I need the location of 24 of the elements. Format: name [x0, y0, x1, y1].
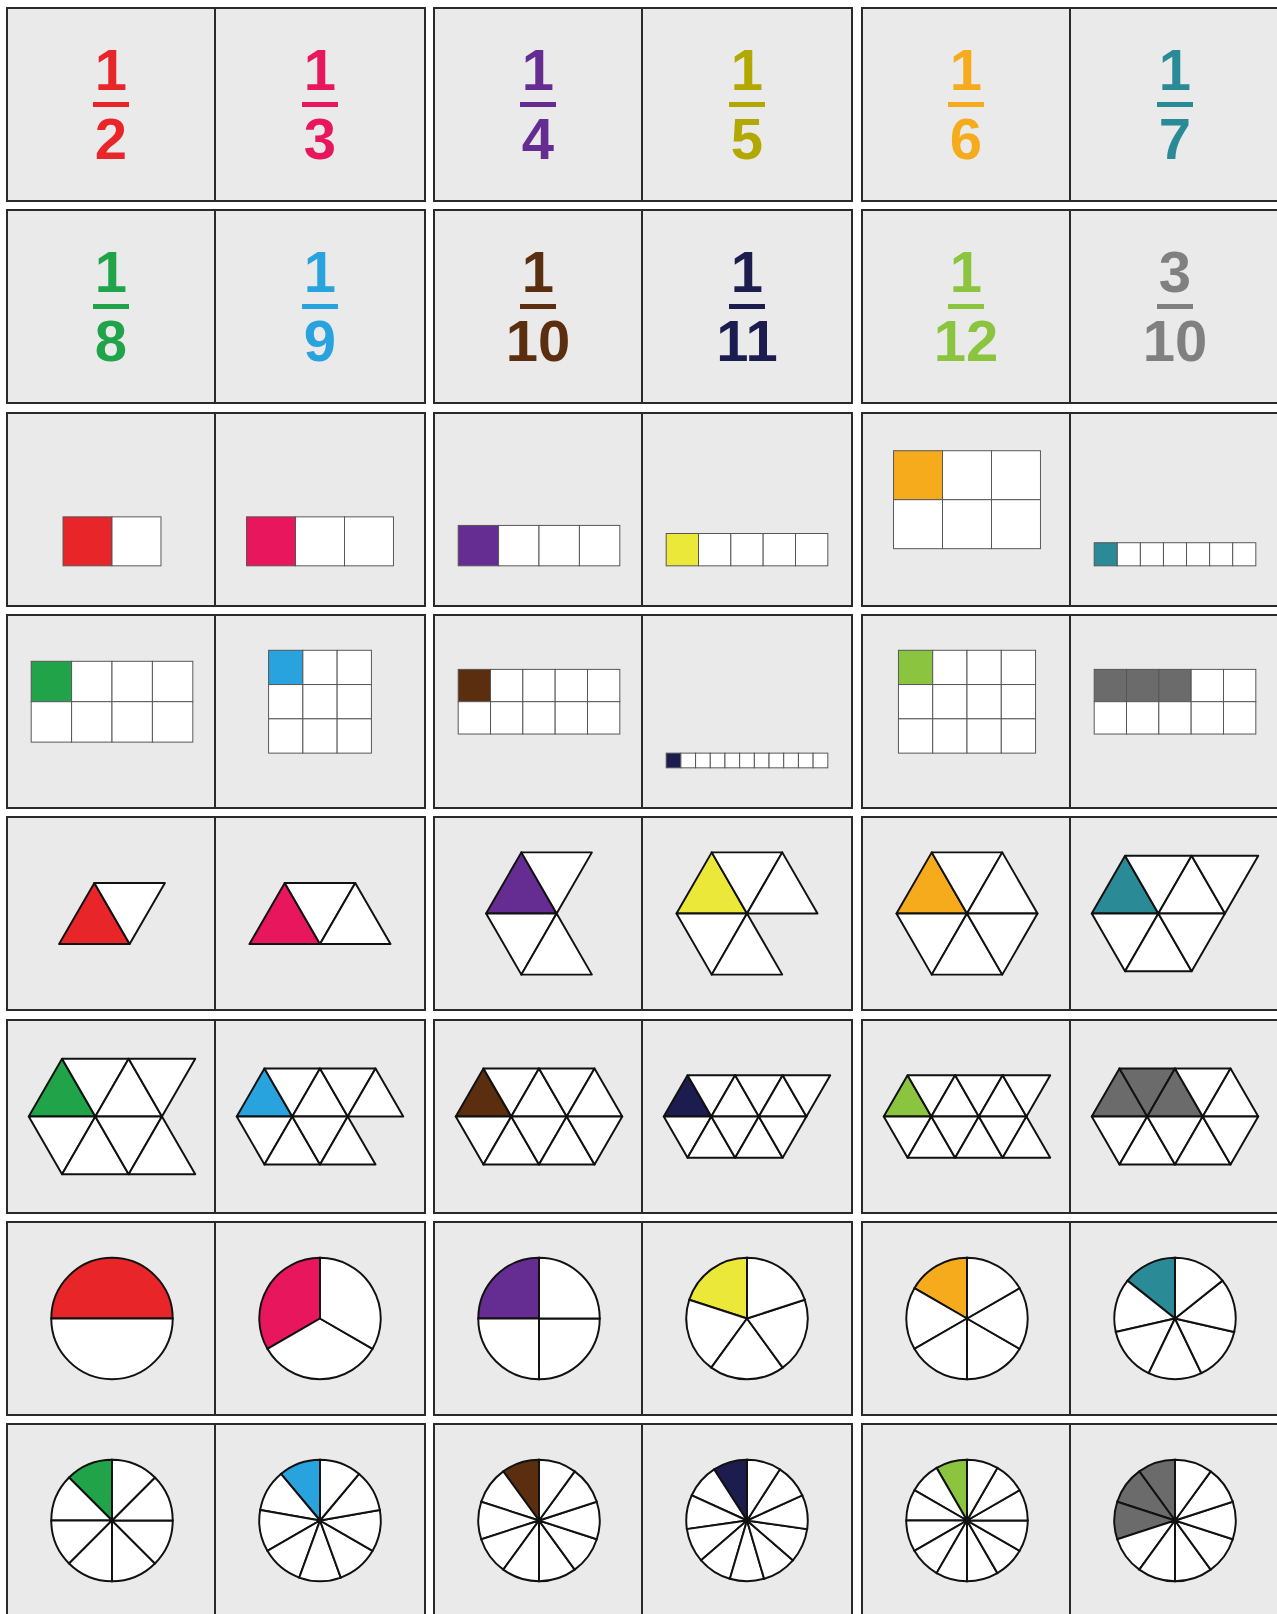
fraction-denominator: 3	[303, 109, 337, 169]
fraction-numerator: 1	[521, 40, 555, 100]
fraction-numerator: 1	[730, 242, 764, 303]
fraction-denominator: 8	[94, 311, 128, 372]
fraction-numerator: 1	[1158, 40, 1192, 100]
fraction-numerator: 1	[949, 242, 983, 303]
fraction-denominator: 2	[94, 109, 128, 169]
fraction-denominator: 12	[933, 311, 999, 372]
fraction-denominator: 10	[505, 311, 571, 372]
fraction-numerator: 1	[94, 40, 128, 100]
fraction-numerator: 1	[949, 40, 983, 100]
fraction-numerator: 1	[94, 242, 128, 303]
fraction-denominator: 4	[521, 109, 555, 169]
fraction-numerator: 1	[303, 40, 337, 100]
fraction-denominator: 6	[949, 109, 983, 169]
fraction-denominator: 7	[1158, 109, 1192, 169]
fraction-numerator: 3	[1158, 242, 1192, 303]
fraction-denominator: 9	[303, 311, 337, 372]
fraction-denominator: 5	[730, 109, 764, 169]
fraction-numerator: 1	[303, 242, 337, 303]
fraction-numerator: 1	[521, 242, 555, 303]
fraction-denominator: 11	[716, 311, 778, 372]
fraction-numerator: 1	[730, 40, 764, 100]
fraction-denominator: 10	[1142, 311, 1208, 372]
